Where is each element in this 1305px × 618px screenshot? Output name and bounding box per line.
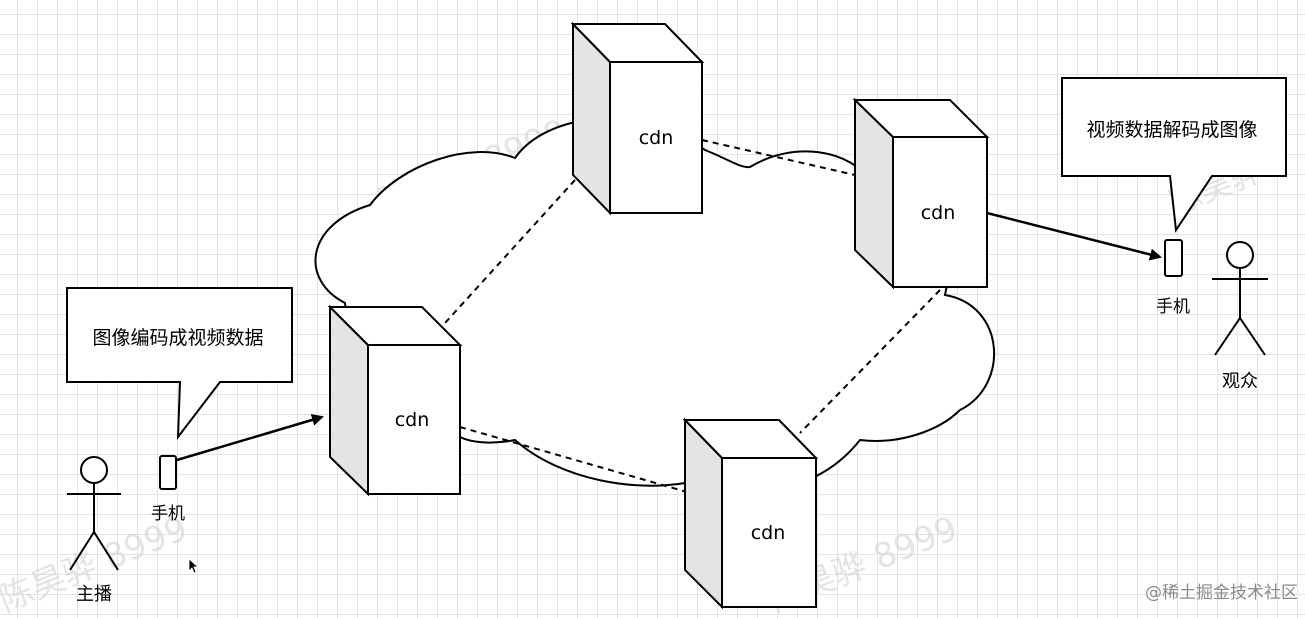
- cdn-label-top: cdn: [639, 127, 674, 149]
- callout-decode: 视频数据解码成图像: [1061, 77, 1287, 233]
- download-arrow: [986, 211, 1162, 261]
- cdn-server-left[interactable]: cdn: [327, 304, 463, 497]
- viewer-actor: [1212, 241, 1268, 356]
- viewer-head-icon: [1226, 241, 1254, 269]
- cdn-label-bottom: cdn: [751, 522, 786, 544]
- sender-phone-label: 手机: [151, 504, 185, 524]
- streamer-head-icon: [80, 456, 108, 484]
- link-top-right: [701, 139, 856, 176]
- streamer-actor: [67, 456, 121, 571]
- callout-encode-text: 图像编码成视频数据: [92, 327, 263, 349]
- receiver-phone-label: 手机: [1156, 297, 1190, 317]
- callout-decode-text: 视频数据解码成图像: [1086, 119, 1257, 141]
- cdn-label-right: cdn: [921, 202, 956, 224]
- cdn-label-left: cdn: [395, 409, 430, 431]
- callout-encode: 图像编码成视频数据: [66, 287, 293, 441]
- sender-phone[interactable]: 手机: [151, 455, 185, 524]
- cdn-links: [444, 139, 941, 493]
- receiver-phone[interactable]: 手机: [1156, 239, 1190, 317]
- mouse-cursor-icon: [188, 558, 200, 574]
- link-right-bottom: [799, 289, 941, 434]
- network-cloud: [314, 117, 996, 491]
- viewer-label: 观众: [1222, 371, 1258, 392]
- upload-arrow: [176, 414, 324, 462]
- streamer-label: 主播: [76, 584, 112, 605]
- cdn-server-right[interactable]: cdn: [852, 97, 990, 290]
- cdn-server-top[interactable]: cdn: [570, 21, 705, 216]
- footer-credit: @稀土掘金技术社区: [1145, 583, 1298, 603]
- cdn-server-bottom[interactable]: cdn: [682, 417, 819, 610]
